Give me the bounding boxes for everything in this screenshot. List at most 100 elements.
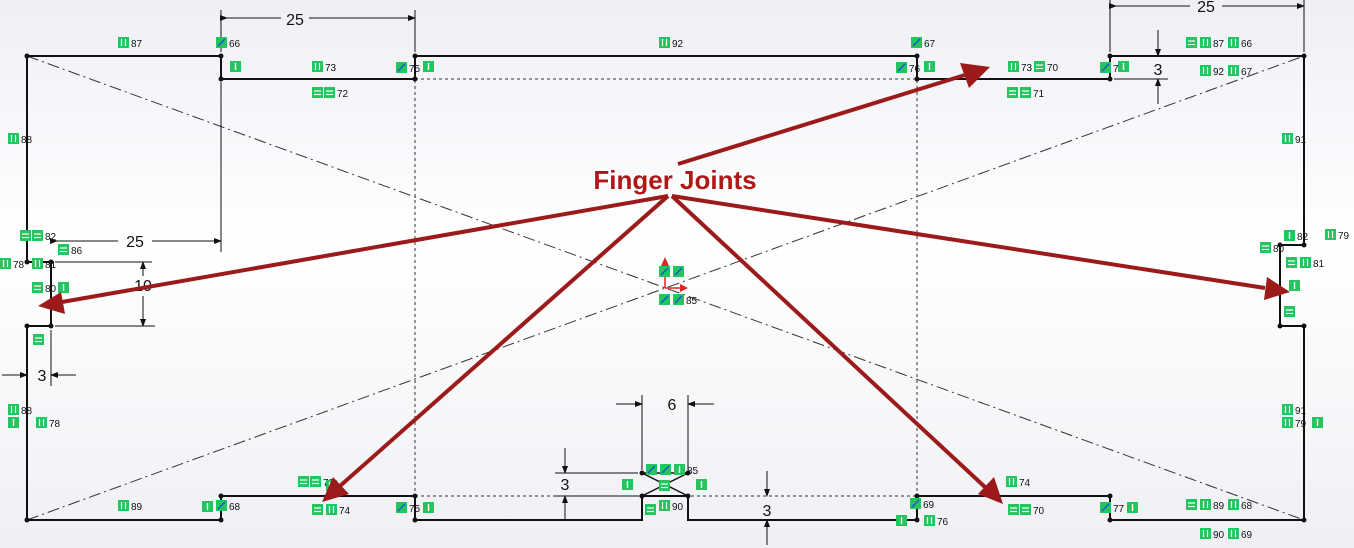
parallel-relation-icon <box>1199 527 1212 540</box>
relation-label: 78 <box>13 260 25 271</box>
dimension-left-depth-value[interactable]: 3 <box>38 368 47 385</box>
parallel-relation-icon <box>1227 527 1240 540</box>
dimension-bottom-slot-depth[interactable] <box>555 448 638 520</box>
relations-layer: 8766737275926776737071778766926788828678… <box>0 36 1350 541</box>
relation-label: 67 <box>924 39 936 50</box>
equal-relation-icon <box>323 86 336 99</box>
relation-label: 74 <box>1019 478 1031 489</box>
relation-label: 82 <box>1297 232 1309 243</box>
parallel-relation-icon <box>1227 498 1240 511</box>
vertical-relation-icon <box>1126 501 1139 514</box>
equal-relation-icon <box>1019 86 1032 99</box>
relation-label: 86 <box>71 246 83 257</box>
dimension-left-width[interactable] <box>50 82 222 252</box>
relation-label: 69 <box>923 500 935 511</box>
equal-relation-icon <box>31 281 44 294</box>
relation-label: 91 <box>1295 135 1307 146</box>
dimension-top-right-depth[interactable] <box>1114 30 1168 104</box>
parallel-relation-icon <box>1281 132 1294 145</box>
parallel-relation-icon <box>35 416 48 429</box>
arrow-to-bottom-left-joint <box>322 194 670 502</box>
callout-arrows <box>38 63 1290 504</box>
equal-relation-icon <box>1019 503 1032 516</box>
relation-label: 67 <box>1241 67 1253 78</box>
relation-label: 80 <box>1273 244 1285 255</box>
coincident-relation-icon <box>910 36 923 49</box>
dimension-bottom-slot-width-value[interactable]: 6 <box>668 397 677 414</box>
coincident-relation-icon <box>672 265 685 278</box>
equal-relation-icon <box>311 86 324 99</box>
relation-label: 79 <box>1295 419 1307 430</box>
parallel-relation-icon <box>1227 36 1240 49</box>
vertical-relation-icon <box>422 60 435 73</box>
equal-relation-icon <box>309 475 322 488</box>
equal-relation-icon <box>32 333 45 346</box>
equal-relation-icon <box>311 503 324 516</box>
parallel-relation-icon <box>923 514 936 527</box>
coincident-relation-icon <box>395 61 408 74</box>
vertical-relation-icon <box>422 501 435 514</box>
dimension-top-left-width[interactable] <box>220 10 416 52</box>
relation-label: 66 <box>229 39 241 50</box>
vertical-relation-icon <box>1288 279 1301 292</box>
dimension-top-left-width-value[interactable]: 25 <box>286 12 304 29</box>
relation-label: 90 <box>672 502 684 513</box>
relation-label: 85 <box>686 296 698 307</box>
parallel-relation-icon <box>1227 64 1240 77</box>
parallel-relation-icon <box>1005 475 1018 488</box>
parallel-relation-icon <box>7 403 20 416</box>
equal-relation-icon <box>1283 305 1296 318</box>
relation-label: 76 <box>909 64 921 75</box>
relation-label: 70 <box>1047 63 1059 74</box>
relation-label: 89 <box>131 502 143 513</box>
equal-relation-icon <box>1033 60 1046 73</box>
equal-relation-icon <box>1007 503 1020 516</box>
arrow-to-top-right-joint <box>677 63 990 166</box>
relation-label: 88 <box>21 135 33 146</box>
equal-relation-icon <box>1006 86 1019 99</box>
coincident-relation-icon <box>659 463 672 476</box>
vertical-relation-icon <box>201 500 214 513</box>
equal-relation-icon <box>658 479 671 492</box>
parallel-relation-icon <box>1281 416 1294 429</box>
dimension-top-right-depth-value[interactable]: 3 <box>1154 62 1163 79</box>
dimension-bottom-slot-depth-value[interactable]: 3 <box>561 477 570 494</box>
relation-label: 73 <box>325 63 337 74</box>
relation-label: 75 <box>409 64 421 75</box>
parallel-relation-icon <box>658 36 671 49</box>
equal-relation-icon <box>19 229 32 242</box>
dimension-left-height[interactable] <box>55 261 155 327</box>
finger-joints-callout: Finger Joints <box>593 165 756 195</box>
relation-label: 90 <box>1213 530 1225 541</box>
vertical-relation-icon <box>695 478 708 491</box>
relation-label: 91 <box>1295 406 1307 417</box>
equal-relation-icon <box>1285 256 1298 269</box>
coincident-relation-icon <box>909 497 922 510</box>
dimension-left-width-value[interactable]: 25 <box>126 234 144 251</box>
parallel-relation-icon <box>1199 64 1212 77</box>
coincident-relation-icon <box>672 293 685 306</box>
relation-label: 85 <box>687 466 699 477</box>
construction-lines <box>26 55 1305 521</box>
arrow-to-left-joint <box>38 194 669 314</box>
equal-relation-icon <box>31 229 44 242</box>
coincident-relation-icon <box>215 36 228 49</box>
equal-relation-icon <box>1185 36 1198 49</box>
parallel-relation-icon <box>31 257 44 270</box>
relation-label: 68 <box>229 502 241 513</box>
dimension-top-right-width[interactable] <box>1109 0 1305 52</box>
parallel-relation-icon <box>311 60 324 73</box>
coincident-relation-icon <box>215 499 228 512</box>
dimension-bottom-depth-value[interactable]: 3 <box>763 503 772 520</box>
dimension-left-depth[interactable] <box>2 330 76 386</box>
relation-label: 77 <box>1113 504 1125 515</box>
relation-label: 74 <box>339 506 351 517</box>
dimension-top-right-width-value[interactable]: 25 <box>1197 0 1215 16</box>
coincident-relation-icon <box>645 463 658 476</box>
vertical-relation-icon <box>895 514 908 527</box>
dimension-bottom-slot-width[interactable] <box>616 395 714 470</box>
relation-label: 72 <box>337 89 349 100</box>
relation-label: 82 <box>45 232 57 243</box>
relation-label: 69 <box>1241 530 1253 541</box>
